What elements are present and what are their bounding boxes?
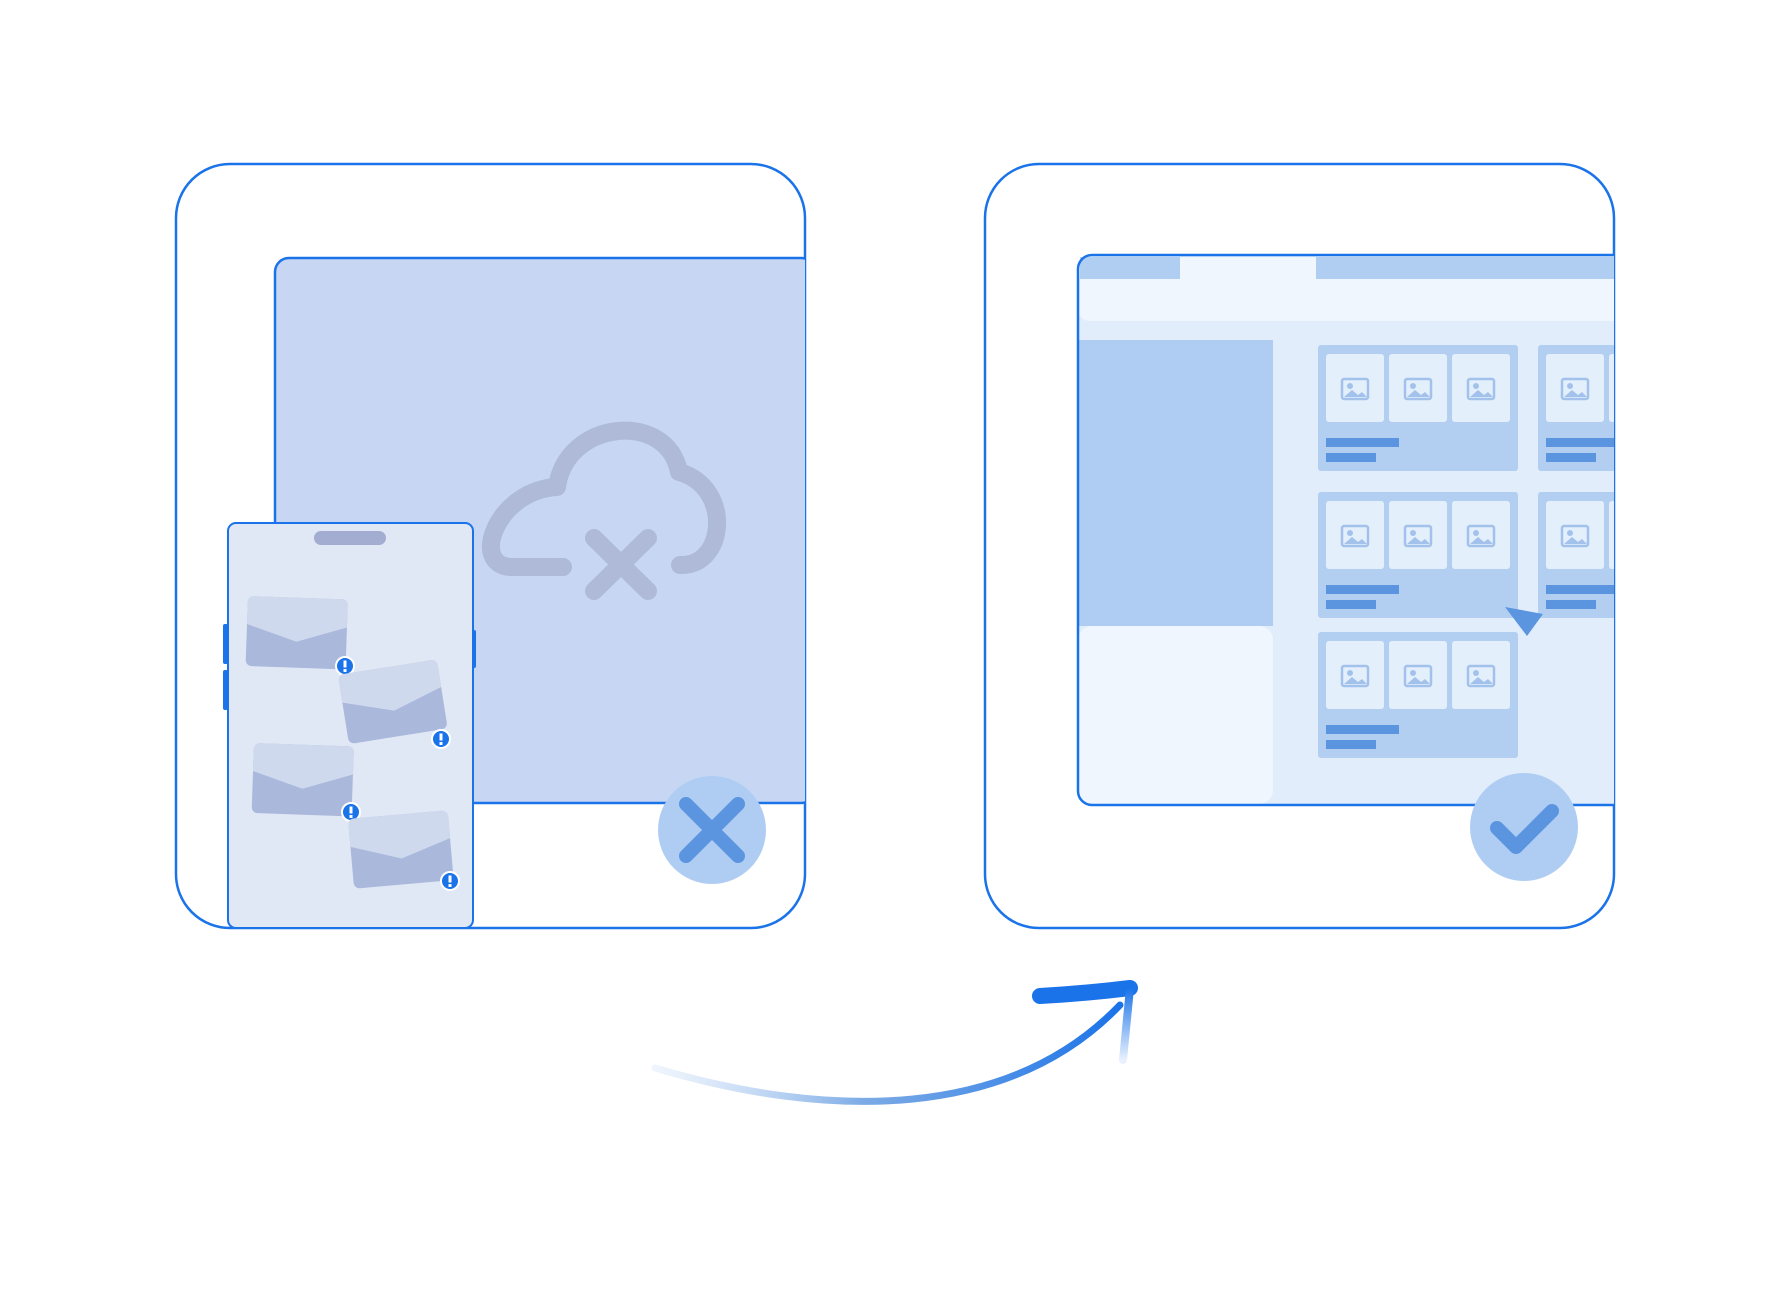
- envelope-icon: [251, 743, 354, 817]
- gallery-sidebar-lower: [1078, 626, 1273, 804]
- gallery-card: [1318, 345, 1518, 471]
- image-icon: [1326, 354, 1384, 422]
- card-title-line: [1546, 438, 1614, 447]
- cloud-off-icon: [482, 421, 726, 600]
- curved-arrow-icon: [651, 980, 1138, 1105]
- card-subtitle-line: [1326, 453, 1376, 462]
- image-icon: [1389, 501, 1447, 569]
- card-title-line: [1326, 585, 1399, 594]
- image-icon: [1672, 501, 1730, 569]
- image-icon: [1609, 501, 1614, 569]
- gallery-card: [1318, 632, 1518, 758]
- image-icon: [1389, 354, 1447, 422]
- image-icon: [1452, 354, 1510, 422]
- image-icon: [1389, 641, 1447, 709]
- gallery-sidebar: [1078, 340, 1273, 626]
- image-icon: [1672, 354, 1730, 422]
- image-icon: [1546, 501, 1604, 569]
- check-icon: [1470, 773, 1578, 881]
- card-title-line: [1326, 438, 1399, 447]
- envelope-icon: [338, 660, 447, 744]
- card-title-line: [1546, 585, 1614, 594]
- card-title-line: [1326, 725, 1399, 734]
- image-icon: [1546, 354, 1604, 422]
- exclamation-badge-icon: [440, 871, 460, 891]
- before-panel: [174, 162, 807, 930]
- gallery-tab-left: [1080, 257, 1180, 279]
- close-icon: [658, 776, 766, 884]
- image-icon: [1452, 501, 1510, 569]
- gallery-card: [1318, 492, 1518, 618]
- after-panel: [983, 162, 1730, 930]
- card-subtitle-line: [1326, 740, 1376, 749]
- phone-notch: [314, 531, 386, 545]
- cursor-icon: [1505, 607, 1543, 636]
- image-icon: [1326, 501, 1384, 569]
- card-subtitle-line: [1546, 453, 1596, 462]
- card-subtitle-line: [1326, 600, 1376, 609]
- gallery-card: [1538, 345, 1730, 471]
- exclamation-badge-icon: [431, 729, 451, 749]
- gallery-window: [1076, 253, 1730, 807]
- image-icon: [1326, 641, 1384, 709]
- gallery-tab-right: [1316, 257, 1614, 279]
- exclamation-badge-icon: [335, 656, 355, 676]
- envelope-icon: [348, 810, 454, 889]
- gallery-card: [1538, 492, 1730, 618]
- image-icon: [1452, 641, 1510, 709]
- envelope-icon: [245, 596, 348, 670]
- envelopes: [245, 596, 460, 891]
- gallery-cards: [1318, 345, 1730, 758]
- card-subtitle-line: [1546, 600, 1596, 609]
- image-icon: [1609, 354, 1614, 422]
